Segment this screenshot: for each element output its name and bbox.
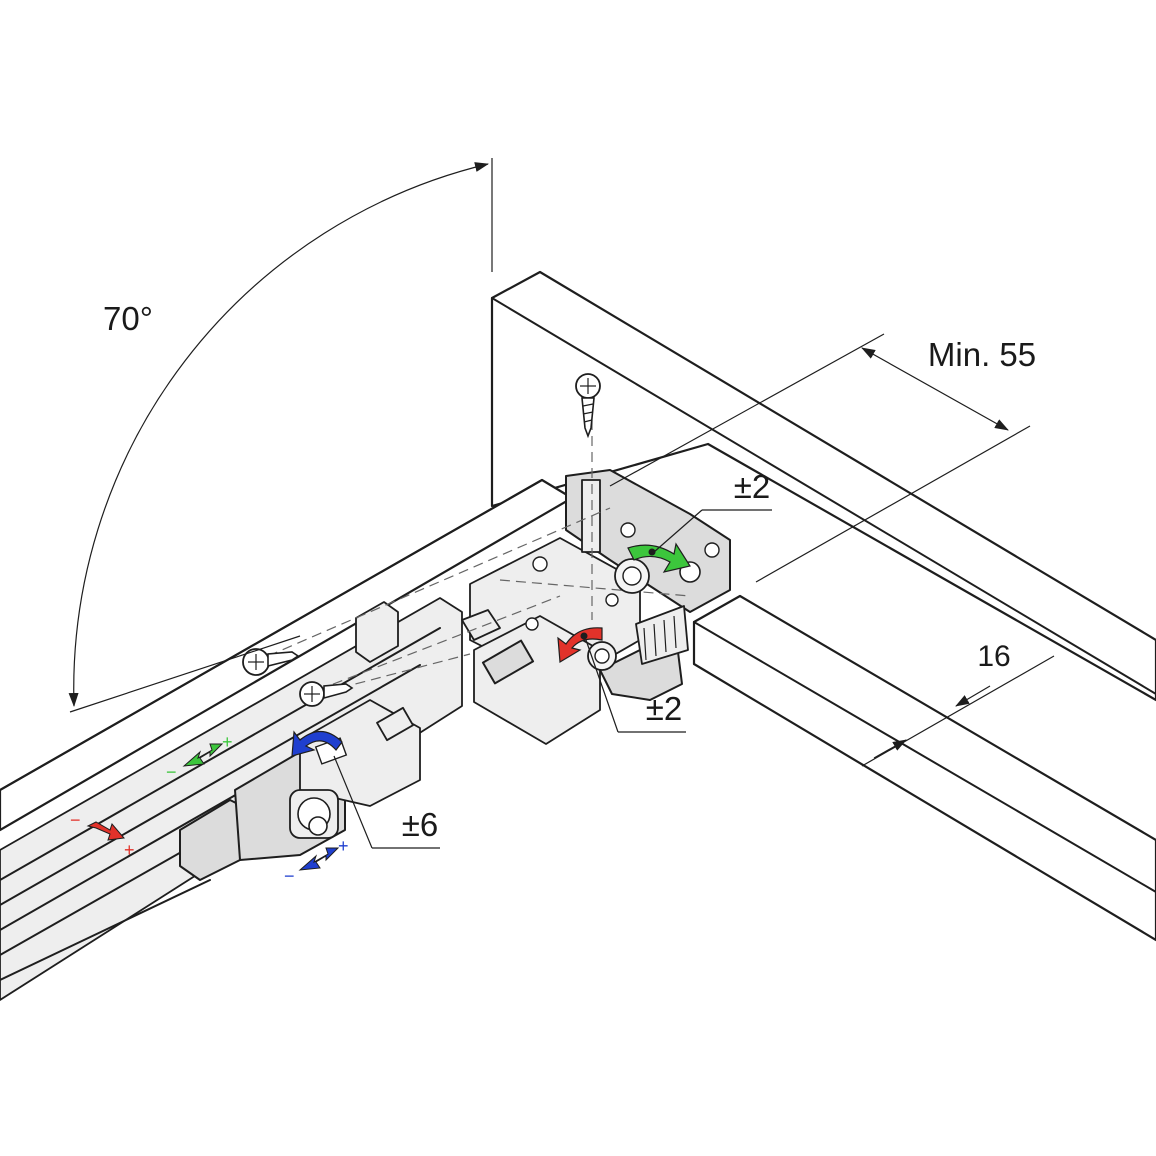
red-adjust-callout: ±2 (585, 639, 686, 733)
blue-minus-sign: − (284, 866, 295, 886)
green-adjust-label: ±2 (734, 468, 770, 505)
green-curved-arrow-icon (627, 542, 691, 573)
red-curved-arrow-icon (557, 627, 603, 664)
blue-adjust-callout: ±6 (333, 755, 440, 849)
drawer-front-panel (692, 594, 1156, 942)
opening-angle-dimension: 70° (68, 158, 493, 713)
cam-adjuster-icon (614, 558, 650, 594)
red-double-arrow-icon: − + (70, 810, 135, 860)
thickness-label: 16 (977, 640, 1010, 673)
blue-plus-sign: + (338, 836, 349, 856)
cabinet-side-panel (490, 270, 1156, 702)
red-plus-sign: + (124, 840, 135, 860)
green-double-arrow-icon: − + (166, 732, 233, 782)
green-plus-sign: + (222, 732, 233, 752)
thickness-dimension: 16 (861, 640, 1055, 767)
blue-double-arrow-icon: − + (284, 836, 349, 886)
cam-adjuster-icon (587, 641, 617, 671)
red-minus-sign: − (70, 810, 81, 830)
cam-adjuster-icon (289, 737, 348, 839)
min-distance-dimension: Min. 55 (609, 333, 1036, 583)
green-adjust-callout: ±2 (653, 468, 772, 553)
min-distance-label: Min. 55 (928, 336, 1036, 373)
angle-label: 70° (103, 300, 153, 337)
screw-icon (575, 373, 601, 439)
green-minus-sign: − (166, 762, 177, 782)
blue-curved-arrow-icon (291, 730, 343, 757)
screw-head-icon (525, 522, 720, 631)
red-adjust-label: ±2 (646, 690, 682, 727)
blue-adjust-label: ±6 (402, 806, 438, 843)
